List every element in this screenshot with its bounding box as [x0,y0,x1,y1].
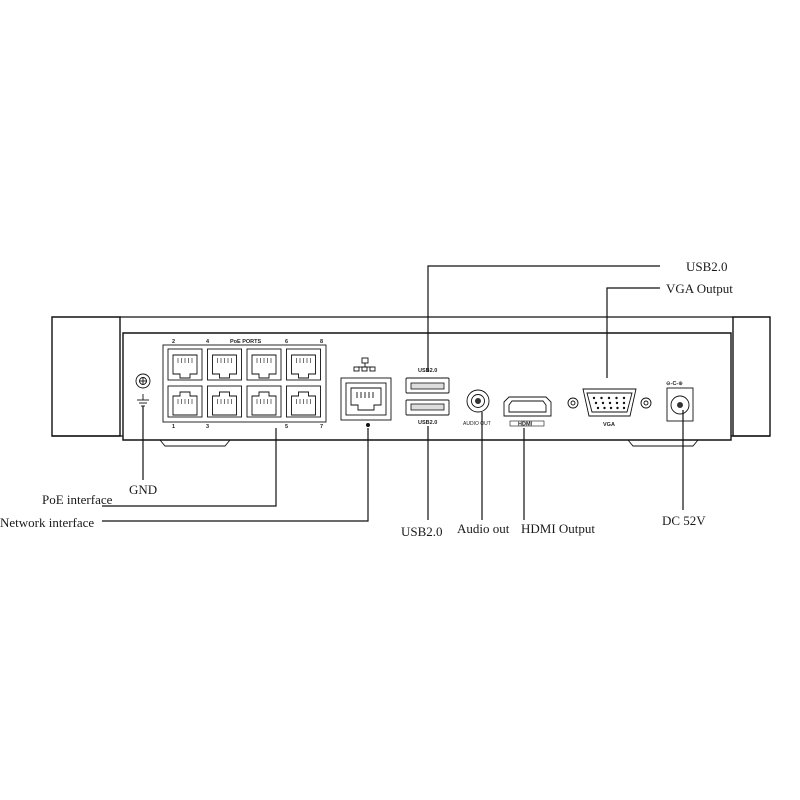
network-symbol-icon [353,357,376,372]
vga-pin [622,396,626,400]
port-number-2: 2 [172,339,175,345]
usb-port-bottom: USB2.0 [405,399,450,426]
vga-pin [607,396,611,400]
poe-port [167,348,203,381]
audio-out-panel-label: AUDIO OUT [463,421,491,427]
usb-bottom-panel-label: USB2.0 [418,420,437,426]
poe-port-block: PoE PORTS 2 4 6 8 1 3 5 7 [162,339,327,430]
leader-poe [102,428,277,507]
poe-port [207,348,242,381]
port-number-6: 6 [285,339,288,345]
callout-usb-bottom: USB2.0 [401,524,443,539]
port-number-4: 4 [206,339,210,345]
vga-pin [622,406,626,410]
vga-pin [594,401,598,405]
poe-port [167,385,203,418]
callout-dc-power: DC 52V [662,513,706,528]
leader-network [102,428,369,522]
vga-pin [592,396,596,400]
callout-hdmi-output: HDMI Output [521,521,595,536]
callout-network-interface: Network interface [0,515,94,530]
port-number-8: 8 [320,339,323,345]
leader-vga [606,287,660,378]
vga-pin [601,401,605,405]
device-chassis [51,316,771,447]
vga-pin [596,406,600,410]
hdmi-panel-label: HDMI [518,422,533,428]
vga-pin [616,406,619,410]
vga-pin [615,401,619,405]
vga-port: VGA [567,388,652,428]
vga-pin [615,396,618,400]
callout-poe-interface: PoE interface [42,492,113,507]
vga-pin [603,406,606,410]
poe-port [246,348,282,381]
poe-port [286,348,321,381]
port-number-1: 1 [172,424,175,430]
vga-pins [592,396,626,410]
port-number-5: 5 [285,424,288,430]
poe-port [286,385,321,418]
callout-labels: USB2.0 VGA Output GND PoE interface Netw… [0,259,733,539]
audio-out-jack: AUDIO OUT [463,389,491,427]
poe-ports [167,348,321,418]
vga-pin [609,406,613,410]
poe-port [246,385,282,418]
vga-pin [600,396,603,400]
dc-power-jack: ⊖-C-⊕ [666,381,694,422]
vga-panel-label: VGA [603,422,615,428]
vga-pin [622,401,626,405]
port-number-3: 3 [206,424,209,430]
network-port [340,357,392,427]
polarity-label: ⊖-C-⊕ [666,381,683,387]
hdmi-port: HDMI [503,396,552,428]
leader-usb-top [427,265,660,372]
callout-usb-top: USB2.0 [686,259,728,274]
callout-gnd: GND [129,482,157,497]
poe-ports-label: PoE PORTS [230,339,262,345]
leader-lines [102,265,684,522]
poe-port [207,385,242,418]
port-number-7: 7 [320,424,323,430]
callout-audio-out: Audio out [457,521,510,536]
gnd-terminal [135,373,151,389]
callout-vga-output: VGA Output [666,281,733,296]
vga-pin [608,401,612,405]
